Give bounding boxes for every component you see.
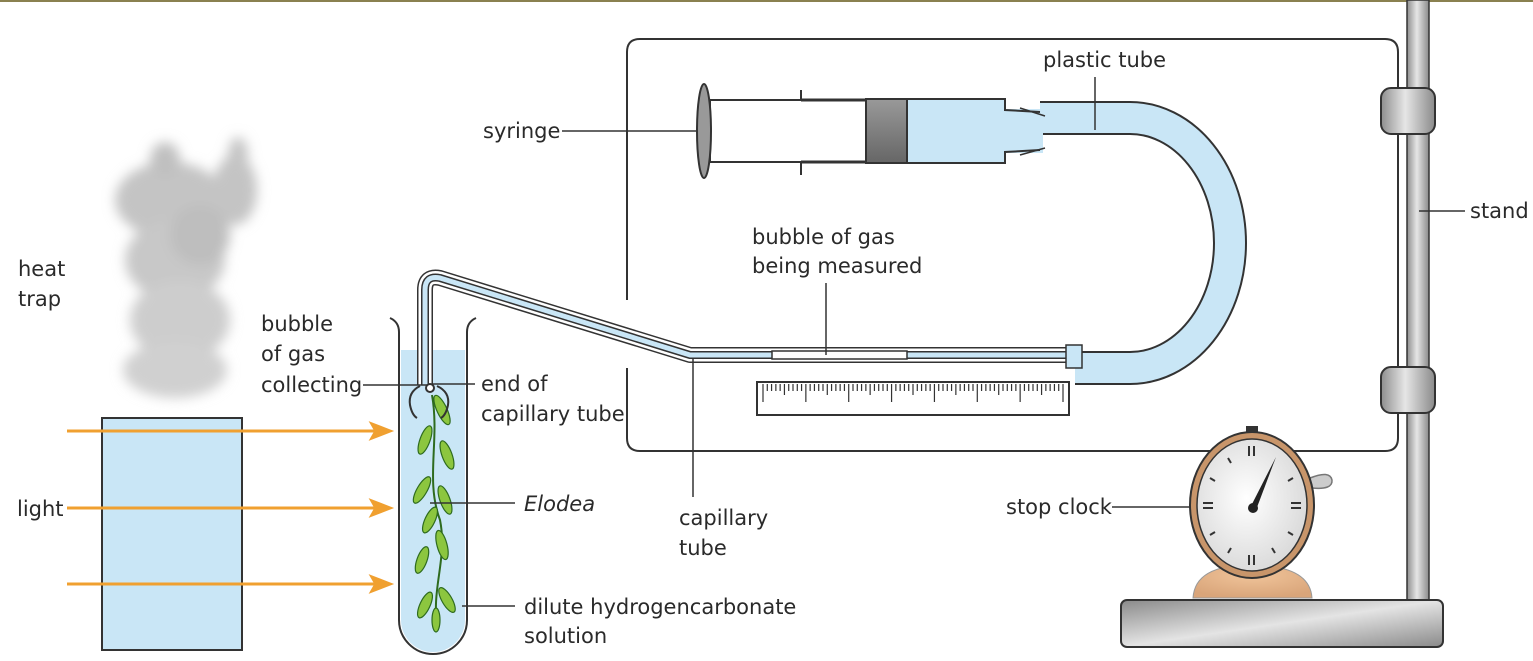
label-bubble-collecting-1: bubble [261, 312, 333, 336]
label-plastic-tube: plastic tube [1043, 48, 1166, 72]
syringe [696, 83, 1046, 179]
heat-trap-tank [101, 417, 243, 651]
label-capillary-tube-1: capillary [679, 506, 768, 530]
stand [1120, 0, 1444, 648]
label-bubble-measured-2: being measured [752, 254, 922, 278]
capillary-end [408, 383, 450, 419]
labels: heat trap light bubble of gas collecting… [17, 48, 1529, 648]
ruler [756, 381, 1070, 416]
label-heat-trap-1: heat [18, 257, 65, 281]
light-rays [67, 421, 395, 594]
label-stop-clock: stop clock [1006, 495, 1113, 519]
test-tube [389, 317, 477, 655]
label-bubble-measured-1: bubble of gas [752, 225, 895, 249]
smoke-cloud-icon [115, 137, 257, 398]
label-end-capillary-1: end of [481, 372, 548, 396]
label-hydrogencarbonate-2: solution [524, 624, 607, 648]
label-heat-trap-2: trap [18, 287, 61, 311]
elodea-plant-icon [412, 394, 456, 633]
leader-lines [363, 77, 1465, 607]
backboard [626, 38, 1399, 452]
label-hydrogencarbonate-1: dilute hydrogencarbonate [524, 595, 796, 619]
label-syringe: syringe [483, 119, 560, 143]
label-light: light [17, 497, 64, 521]
label-bubble-collecting-2: of gas [261, 342, 325, 366]
plastic-tube [1040, 101, 1247, 385]
stop-clock-icon [1189, 426, 1333, 599]
top-border [0, 0, 1533, 2]
label-end-capillary-2: capillary tube [481, 402, 625, 426]
label-bubble-collecting-3: collecting [261, 373, 362, 397]
label-capillary-tube-2: tube [679, 536, 727, 560]
capillary-tube [417, 269, 1075, 385]
label-stand: stand [1470, 199, 1529, 223]
label-elodea: Elodea [524, 492, 595, 516]
gas-bubble [771, 350, 908, 360]
